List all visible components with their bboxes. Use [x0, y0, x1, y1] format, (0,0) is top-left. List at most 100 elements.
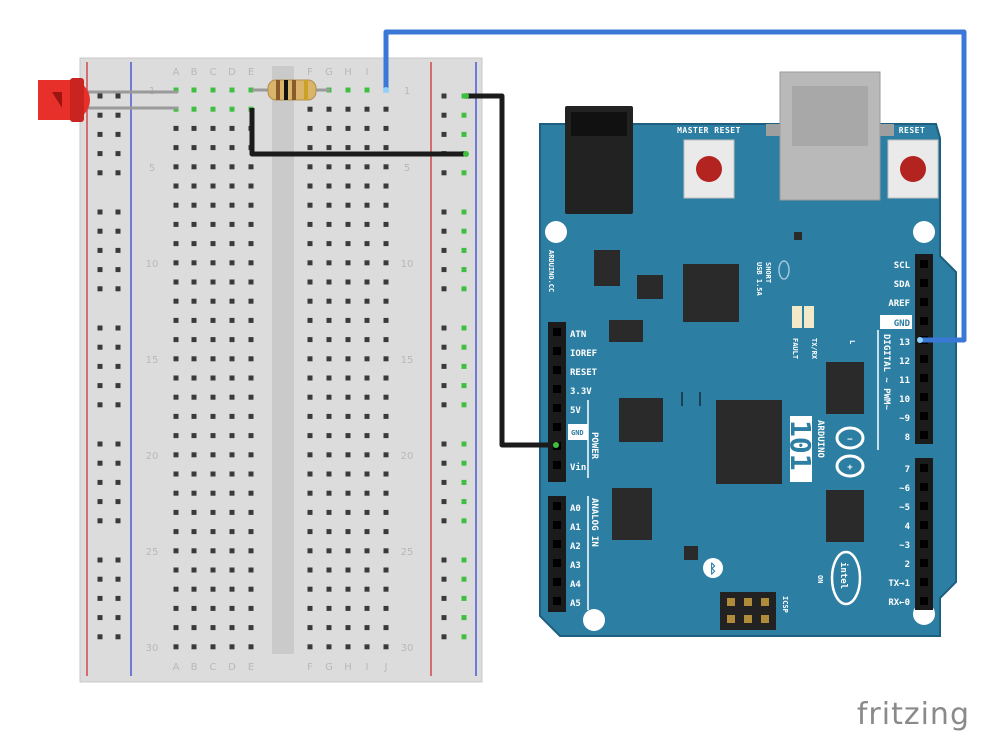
row-number-1-right: 1 — [404, 86, 410, 97]
power-rail-hole — [441, 595, 447, 601]
breadboard-hole — [191, 529, 197, 535]
breadboard-hole — [248, 471, 254, 477]
resistor — [252, 79, 330, 101]
power-rail-hole — [115, 151, 121, 157]
breadboard-hole — [307, 145, 313, 151]
breadboard-hole — [345, 87, 351, 93]
power-rail-hole — [461, 267, 467, 273]
breadboard-hole — [383, 279, 389, 285]
breadboard-hole — [326, 433, 332, 439]
breadboard-hole — [345, 356, 351, 362]
breadboard-hole — [383, 509, 389, 515]
col-letter-a: A — [173, 67, 180, 78]
power-rail-hole — [441, 112, 447, 118]
breadboard-hole — [191, 567, 197, 573]
digital-pin-12: 12 — [899, 357, 910, 367]
header-pin — [553, 347, 561, 355]
breadboard-hole — [345, 605, 351, 611]
usb-port-inner — [792, 86, 868, 146]
col-letter-h: H — [344, 67, 352, 78]
master-reset-button-cap[interactable] — [696, 156, 722, 182]
power-rail-hole — [97, 576, 103, 582]
breadboard: A B C D E F G H I J A B C D E F G H I J … — [79, 57, 483, 683]
breadboard-hole — [173, 567, 179, 573]
breadboard-hole — [191, 490, 197, 496]
breadboard-hole — [383, 125, 389, 131]
power-group-label: POWER — [589, 432, 599, 460]
mounting-hole-bottom-left — [583, 609, 605, 631]
header-pin — [553, 559, 561, 567]
breadboard-hole — [364, 241, 370, 247]
breadboard-hole — [307, 356, 313, 362]
icsp-pins — [727, 598, 769, 623]
arduino-101-board: MASTER RESET RESET ARDUINO.CC USB 1.5A S… — [539, 71, 957, 637]
breadboard-hole — [383, 586, 389, 592]
breadboard-hole — [307, 413, 313, 419]
breadboard-hole — [248, 394, 254, 400]
power-rail-hole — [461, 131, 467, 137]
power-rail-hole — [97, 460, 103, 466]
analog-pin-a2: A2 — [570, 542, 581, 552]
chip-small-1 — [594, 250, 620, 286]
breadboard-hole — [307, 106, 313, 112]
analog-pin-a0: A0 — [570, 504, 581, 514]
breadboard-hole — [173, 221, 179, 227]
breadboard-hole — [307, 452, 313, 458]
breadboard-hole — [248, 221, 254, 227]
power-rail-hole — [97, 267, 103, 273]
breadboard-hole — [364, 375, 370, 381]
breadboard-hole — [210, 183, 216, 189]
breadboard-hole — [307, 202, 313, 208]
breadboard-hole — [364, 298, 370, 304]
breadboard-hole — [210, 356, 216, 362]
breadboard-hole — [210, 567, 216, 573]
breadboard-hole — [326, 452, 332, 458]
breadboard-hole — [307, 221, 313, 227]
power-rail-hole — [441, 209, 447, 215]
breadboard-hole — [248, 567, 254, 573]
breadboard-hole — [248, 490, 254, 496]
breadboard-hole — [326, 471, 332, 477]
breadboard-hole — [345, 145, 351, 151]
resistor-band-2 — [284, 80, 288, 100]
power-rail-hole — [115, 441, 121, 447]
breadboard-hole — [383, 567, 389, 573]
breadboard-hole — [383, 452, 389, 458]
power-rail-hole — [115, 615, 121, 621]
header-pin — [553, 521, 561, 529]
breadboard-hole — [210, 337, 216, 343]
digital-pin-gnd: GND — [894, 319, 911, 329]
breadboard-hole — [210, 548, 216, 554]
breadboard-hole — [210, 394, 216, 400]
breadboard-hole — [383, 202, 389, 208]
breadboard-hole — [229, 375, 235, 381]
col-letter-h-bottom: H — [344, 662, 352, 673]
breadboard-hole — [173, 337, 179, 343]
breadboard-hole — [345, 548, 351, 554]
column-letters-top: A B C D E F G H I J — [173, 67, 388, 78]
header-pin — [553, 597, 561, 605]
breadboard-hole — [307, 644, 313, 650]
breadboard-hole — [326, 241, 332, 247]
digital-header-bottom — [915, 458, 933, 610]
breadboard-hole — [248, 337, 254, 343]
power-rail-hole — [97, 383, 103, 389]
breadboard-hole — [364, 586, 370, 592]
power-rail-hole — [441, 93, 447, 99]
breadboard-hole — [229, 413, 235, 419]
black-wire-board-gnd — [466, 93, 556, 448]
master-reset-label: MASTER RESET — [677, 126, 741, 135]
breadboard-hole — [345, 279, 351, 285]
breadboard-hole — [229, 87, 235, 93]
breadboard-hole — [229, 567, 235, 573]
breadboard-hole — [210, 106, 216, 112]
breadboard-hole — [345, 490, 351, 496]
breadboard-hole — [364, 509, 370, 515]
power-pin-gnd: GND — [571, 429, 584, 437]
col-letter-g: G — [325, 67, 333, 78]
power-rail-hole — [441, 402, 447, 408]
breadboard-hole — [326, 221, 332, 227]
reset-button-cap[interactable] — [900, 156, 926, 182]
breadboard-hole — [173, 202, 179, 208]
breadboard-hole — [210, 644, 216, 650]
